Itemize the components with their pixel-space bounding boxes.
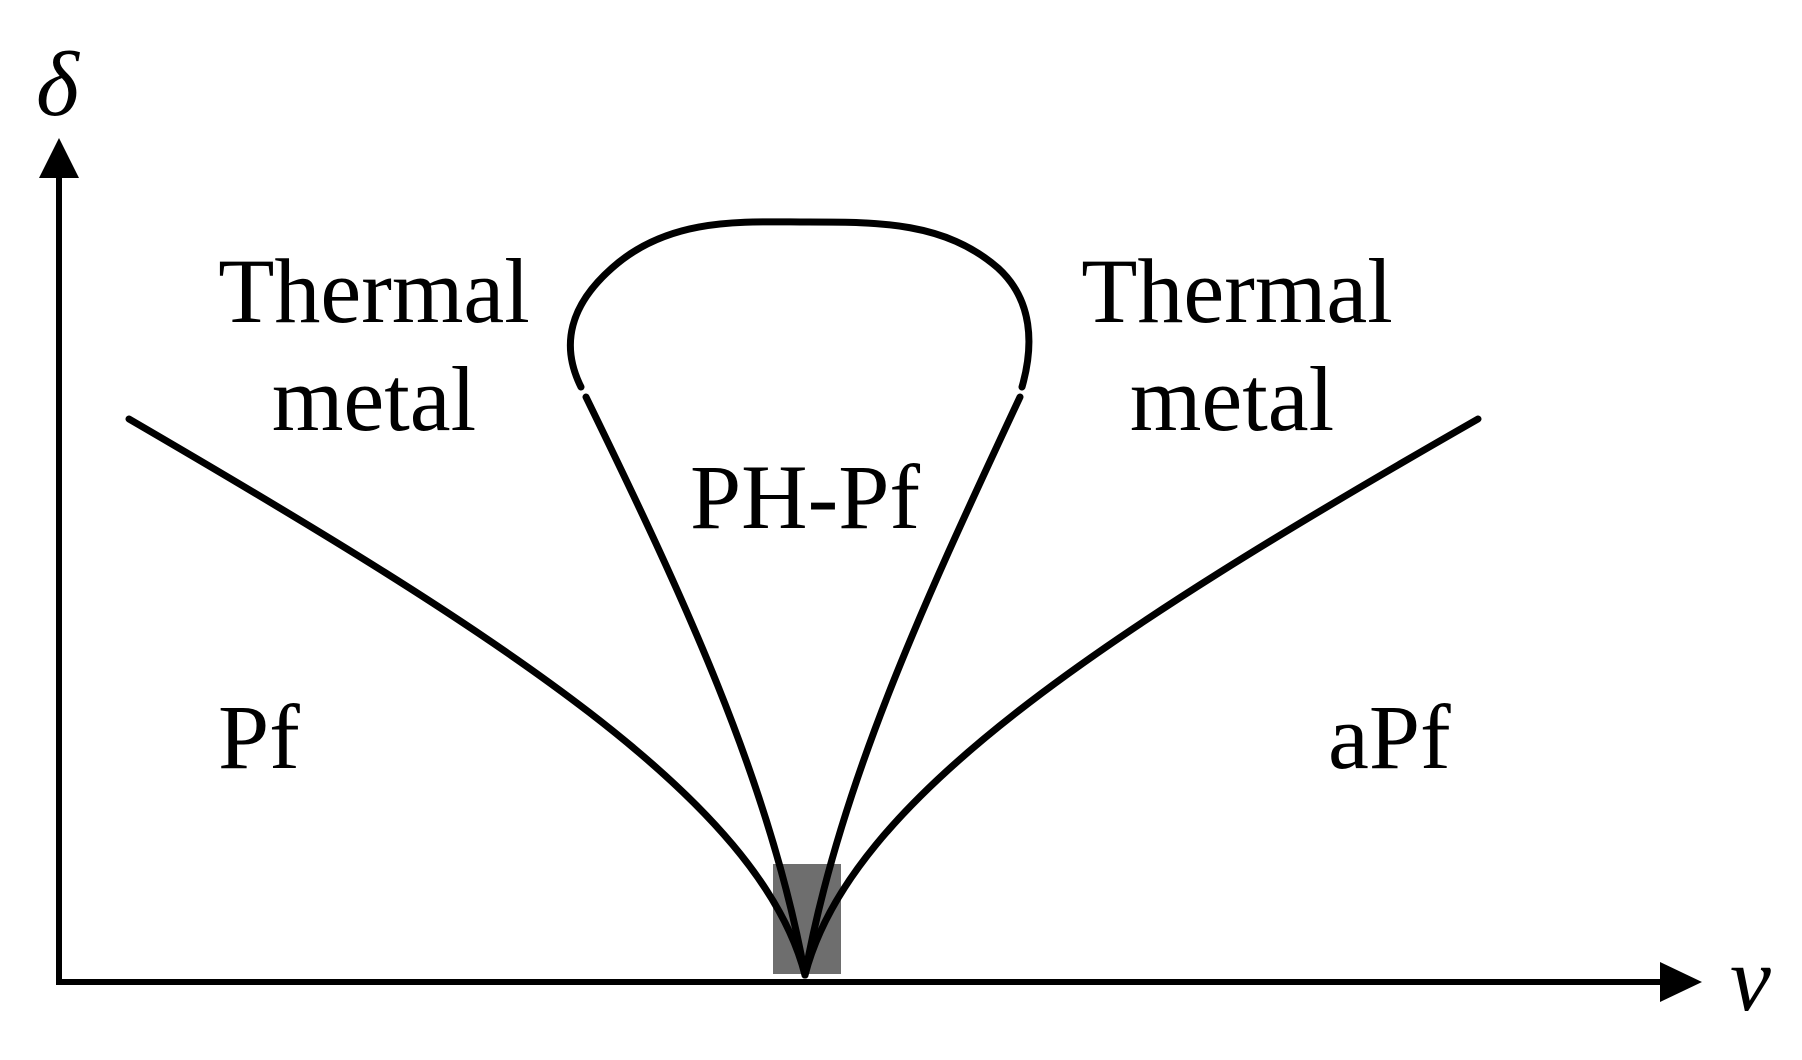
y-axis-arrowhead [39,138,79,178]
boundary-ph-pf-dome [566,218,1033,391]
x-axis-label: ν [1730,928,1771,1030]
region-label-thermal-metal-right: Thermal [1081,240,1393,342]
boundary-ph-pf-left [582,393,809,979]
region-label-ph-pf: PH-Pf [690,446,920,548]
boundary-apf-thermal-metal [801,415,1482,979]
boundary-pf-thermal-metal [125,415,809,979]
region-label-apf: aPf [1328,686,1451,788]
region-labels: Thermal metal Thermal metal PH-Pf Pf aPf [218,240,1451,788]
region-label-pf: Pf [218,686,300,788]
x-axis-arrowhead [1660,962,1702,1002]
region-label-thermal-metal-right: metal [1130,348,1334,450]
region-label-thermal-metal-left: Thermal [218,240,530,342]
region-label-thermal-metal-left: metal [272,348,476,450]
y-axis-label: δ [36,33,80,135]
phase-boundaries [125,218,1482,979]
boundary-ph-pf-right [801,393,1024,979]
axes: δ ν [36,33,1771,1030]
